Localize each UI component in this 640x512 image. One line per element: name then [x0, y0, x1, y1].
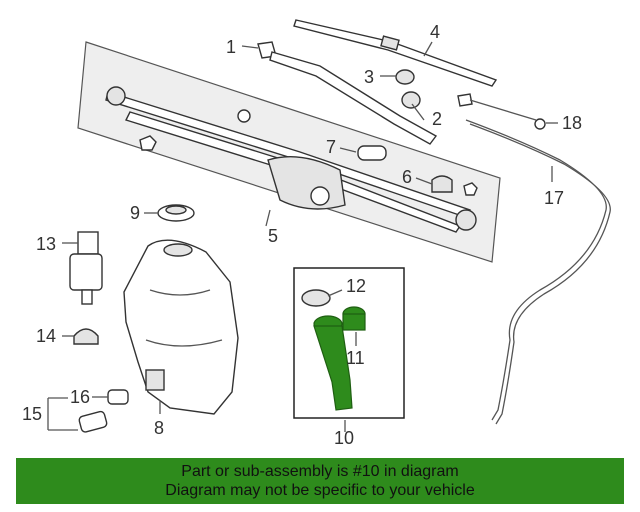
filler-cap-highlighted: [342, 306, 366, 331]
callout-1: 1: [226, 37, 236, 57]
filler-neck-highlighted: [313, 315, 353, 411]
callout-11: 11: [346, 348, 365, 368]
callout-13: 13: [36, 234, 56, 254]
banner-line-2: Diagram may not be specific to your vehi…: [165, 482, 475, 499]
bushing: [431, 175, 453, 193]
washer-reservoir: [123, 239, 239, 415]
wiper-blade: [293, 19, 498, 87]
parts-diagram: 1 2 3 4 5 6 7 8 9 10 11 12 13 14 15 16 1…: [22, 19, 611, 448]
pivot-nut: [401, 91, 421, 109]
callout-5: 5: [268, 226, 278, 246]
banner-line-1: Part or sub-assembly is #10 in diagram: [181, 463, 459, 480]
washer-hose: [457, 93, 611, 425]
callout-3: 3: [364, 67, 374, 87]
callout-18: 18: [562, 113, 582, 133]
level-sensor: [78, 389, 129, 433]
callout-6: 6: [402, 167, 412, 187]
callout-16: 16: [70, 387, 90, 407]
leader-lines: [47, 41, 558, 432]
info-banner: Part or sub-assembly is #10 in diagram D…: [16, 458, 624, 504]
filler-seal: [157, 204, 195, 222]
callout-8: 8: [154, 418, 164, 438]
callout-10: 10: [334, 428, 354, 448]
pump-grommet: [73, 328, 99, 345]
callout-7: 7: [326, 137, 336, 157]
callout-4: 4: [430, 22, 440, 42]
callout-labels: 1 2 3 4 5 6 7 8 9 10 11 12 13 14 15 16 1…: [22, 22, 582, 448]
callout-9: 9: [130, 203, 140, 223]
filler-seal-12: [301, 289, 331, 307]
callout-15: 15: [22, 404, 42, 424]
callout-2: 2: [432, 109, 442, 129]
pivot-cap: [395, 69, 415, 85]
callout-12: 12: [346, 276, 366, 296]
callout-17: 17: [544, 188, 564, 208]
grommet: [357, 145, 387, 161]
callout-14: 14: [36, 326, 56, 346]
wiper-linkage-panel: [77, 41, 501, 263]
wiper-arm: [257, 41, 438, 145]
